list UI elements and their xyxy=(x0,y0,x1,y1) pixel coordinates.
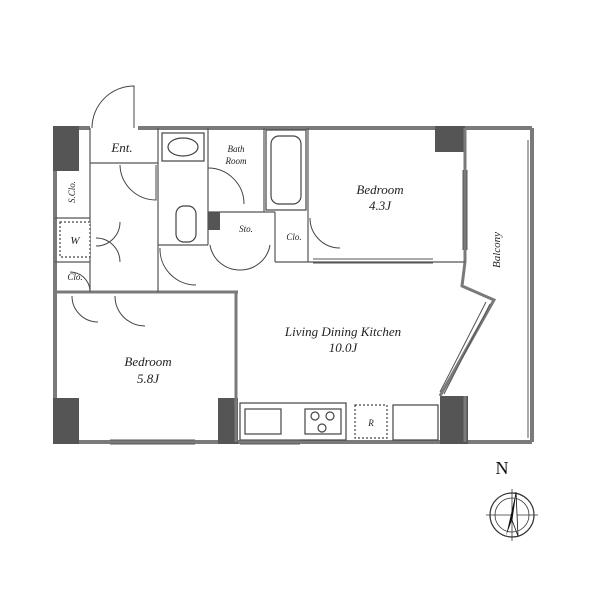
washer-space xyxy=(59,221,91,258)
counter-east xyxy=(392,404,439,441)
sink xyxy=(244,408,282,435)
label-bedroom-east: Bedroom xyxy=(356,182,403,197)
compass-north-label: N xyxy=(496,458,509,478)
label-ldk: Living Dining Kitchen xyxy=(284,324,401,339)
label-bedroom-west: Bedroom xyxy=(124,354,171,369)
label-bath-line2: Room xyxy=(225,156,247,166)
label-shoe-closet: S.Clo. xyxy=(67,181,77,203)
doors xyxy=(69,85,341,327)
windows xyxy=(110,140,529,445)
label-bedroom-west-size: 5.8J xyxy=(137,371,160,386)
label-balcony: Balcony xyxy=(491,232,503,268)
label-washer: W xyxy=(70,235,80,247)
structural-pillars xyxy=(53,126,468,444)
label-ldk-size: 10.0J xyxy=(329,340,359,355)
compass: N xyxy=(486,458,538,541)
toilet xyxy=(175,205,197,243)
compass-needle-icon xyxy=(506,492,516,536)
label-closet-west: Clo. xyxy=(67,272,82,282)
fridge-space xyxy=(354,404,388,439)
label-entrance: Ent. xyxy=(110,140,132,155)
label-bedroom-east-size: 4.3J xyxy=(369,198,392,213)
label-closet-mid: Clo. xyxy=(286,232,301,242)
label-refrigerator: R xyxy=(367,418,374,428)
label-storage: Sto. xyxy=(239,224,253,234)
label-bath-line1: Bath xyxy=(228,144,245,154)
fixtures xyxy=(59,129,439,441)
